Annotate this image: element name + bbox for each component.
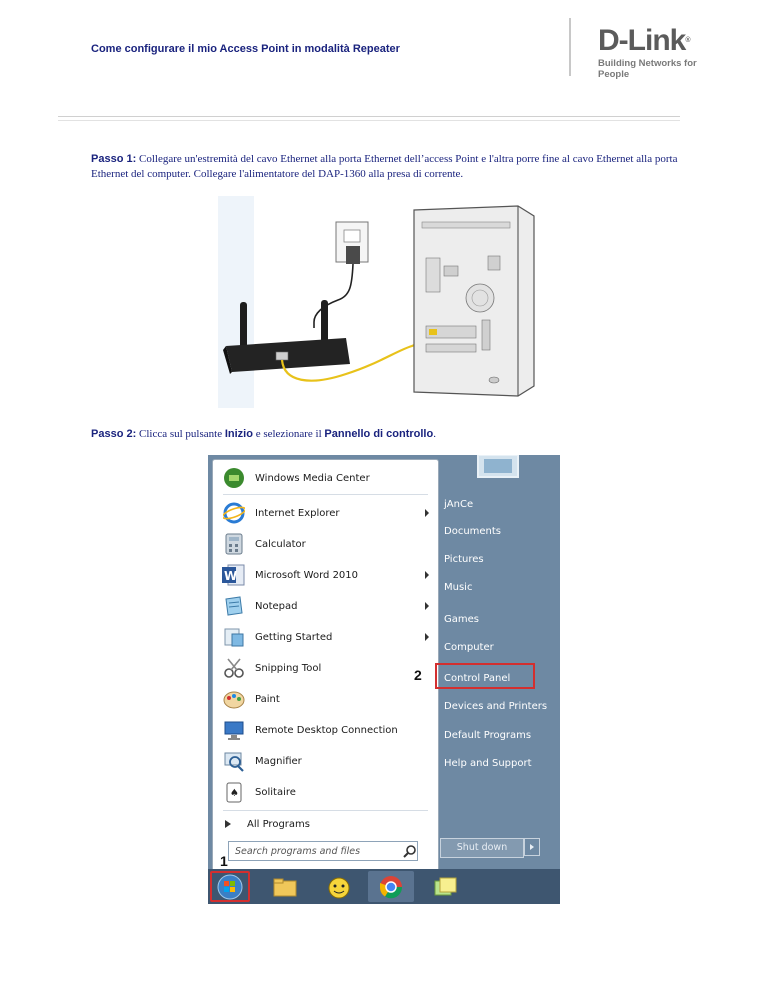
submenu-arrow-icon [425, 571, 429, 579]
step-2-paragraph: Passo 2: Clicca sul pulsante Inizio e se… [91, 427, 681, 442]
notepad-icon [221, 594, 247, 618]
all-programs-arrow-icon [221, 812, 235, 836]
menu-item-control-panel[interactable]: Control Panel [444, 673, 511, 684]
internet-explorer-icon [221, 501, 247, 525]
step-marker-2: 2 [414, 667, 422, 683]
windows-orb-icon [217, 874, 243, 899]
paint-icon [221, 687, 247, 711]
menu-item-label: Calculator [255, 538, 306, 550]
access-point-device-icon [223, 300, 350, 374]
user-name[interactable]: jAnCe [444, 499, 474, 510]
menu-item-label: Solitaire [255, 786, 296, 798]
shutdown-options-button[interactable] [524, 838, 540, 856]
word-icon: W [221, 563, 247, 587]
menu-item-label: Getting Started [255, 631, 333, 643]
menu-item-computer[interactable]: Computer [444, 642, 494, 653]
menu-item-pictures[interactable]: Pictures [444, 554, 484, 565]
menu-item-help-and-support[interactable]: Help and Support [444, 758, 532, 769]
shutdown-button[interactable]: Shut down [440, 838, 524, 858]
menu-item-calculator[interactable]: Calculator [221, 530, 433, 558]
svg-text:♠: ♠ [230, 788, 239, 799]
menu-item-windows-media-center[interactable]: Windows Media Center [221, 464, 433, 492]
menu-item-snipping-tool[interactable]: Snipping Tool [221, 654, 433, 682]
control-panel-highlight [435, 663, 535, 689]
menu-item-label: Notepad [255, 600, 298, 612]
header-divider [569, 18, 571, 76]
start-menu-programs-pane: Windows Media Center Internet Explorer C… [212, 459, 439, 872]
power-outlet-icon [335, 221, 369, 264]
menu-item-devices-and-printers[interactable]: Devices and Printers [444, 701, 548, 712]
submenu-arrow-icon [425, 633, 429, 641]
menu-item-microsoft-word[interactable]: W Microsoft Word 2010 [221, 561, 433, 589]
chrome-icon [379, 875, 403, 898]
messenger-icon [328, 877, 350, 898]
svg-text:W: W [224, 569, 237, 583]
menu-item-label: Windows Media Center [255, 472, 370, 484]
calculator-icon [221, 532, 247, 556]
menu-item-label: Internet Explorer [255, 507, 340, 519]
menu-item-paint[interactable]: Paint [221, 685, 433, 713]
taskbar [208, 869, 560, 904]
chevron-right-icon [530, 844, 534, 850]
menu-item-internet-explorer[interactable]: Internet Explorer [221, 499, 433, 527]
taskbar-yahoo-messenger[interactable] [316, 871, 362, 902]
logo-wordmark: D-Link [598, 24, 686, 57]
user-picture-frame [477, 455, 519, 478]
remote-desktop-icon [221, 718, 247, 742]
step-2-text-a: Clicca sul pulsante [136, 428, 225, 440]
submenu-arrow-icon [425, 509, 429, 517]
submenu-arrow-icon [425, 602, 429, 610]
menu-item-label: Microsoft Word 2010 [255, 569, 359, 581]
menu-item-games[interactable]: Games [444, 614, 479, 625]
taskbar-explorer[interactable] [262, 871, 308, 902]
step-marker-1: 1 [220, 853, 228, 869]
taskbar-sticky-notes[interactable] [422, 871, 468, 902]
menu-item-label: Paint [255, 693, 280, 705]
getting-started-icon [221, 625, 247, 649]
menu-item-magnifier[interactable]: Magnifier [221, 747, 433, 775]
dlink-logo: D-Link® Building Networks for People [598, 24, 730, 81]
solitaire-icon: ♠ [221, 780, 247, 804]
menu-item-getting-started[interactable]: Getting Started [221, 623, 433, 651]
menu-item-label: All Programs [247, 818, 310, 830]
menu-item-label: Snipping Tool [255, 662, 322, 674]
menu-item-solitaire[interactable]: ♠ Solitaire [221, 778, 433, 806]
snipping-tool-icon [221, 656, 247, 680]
menu-item-label: Magnifier [255, 755, 302, 767]
windows-media-center-icon [221, 466, 247, 490]
menu-item-label: Remote Desktop Connection [255, 724, 398, 736]
taskbar-chrome[interactable] [368, 871, 414, 902]
step-2-label: Passo 2: [91, 428, 137, 440]
desktop-computer-icon [413, 205, 535, 397]
step-1-label: Passo 1: [91, 153, 137, 165]
search-icon [403, 844, 417, 863]
header-rule [58, 116, 680, 117]
folder-icon [273, 878, 297, 896]
magnifier-icon [221, 749, 247, 773]
sticky-notes-icon [434, 877, 457, 895]
menu-separator [223, 810, 428, 811]
step-1-paragraph: Passo 1: Collegare un'estremità del cavo… [91, 152, 681, 182]
logo-registered-mark: ® [685, 37, 690, 44]
step-1-text: Collegare un'estremità del cavo Ethernet… [91, 153, 678, 180]
logo-tagline: Building Networks for People [598, 58, 697, 80]
menu-item-all-programs[interactable]: All Programs [221, 812, 433, 836]
menu-item-music[interactable]: Music [444, 582, 473, 593]
step-2-text-c: . [433, 428, 436, 440]
document-header-title: Come configurare il mio Access Point in … [91, 43, 400, 55]
control-panel-keyword: Pannello di controllo [324, 428, 434, 440]
menu-item-documents[interactable]: Documents [444, 526, 502, 537]
menu-item-notepad[interactable]: Notepad [221, 592, 433, 620]
connection-illustration [218, 196, 535, 408]
search-input[interactable]: Search programs and files [228, 841, 418, 861]
start-button[interactable] [210, 871, 250, 902]
step-2-text-b: e selezionare il [252, 428, 325, 440]
menu-item-default-programs[interactable]: Default Programs [444, 730, 532, 741]
menu-separator [223, 494, 428, 495]
menu-item-remote-desktop[interactable]: Remote Desktop Connection [221, 716, 433, 744]
start-keyword: Inizio [224, 428, 253, 440]
start-menu-screenshot: Windows Media Center Internet Explorer C… [208, 455, 560, 904]
header-rule-secondary [58, 120, 680, 121]
